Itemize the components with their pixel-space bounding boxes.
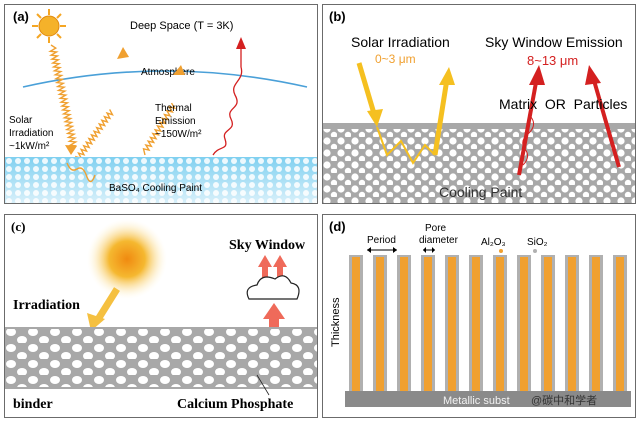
binder-label: binder — [13, 397, 53, 412]
al2o3-core — [568, 257, 576, 391]
solar-reflect-arrowhead-1 — [117, 47, 129, 59]
al2o3-core — [616, 257, 624, 391]
sun-icon — [32, 9, 66, 43]
al2o3-core — [352, 257, 360, 391]
sio2-marker — [533, 249, 537, 253]
panel-a-canvas: (a) Deep Space (T = 3K) Atmosphere Solar… — [5, 9, 317, 203]
solar-scatter-path — [376, 126, 436, 165]
phosphate-particles — [5, 329, 317, 387]
solar-in-wave — [48, 44, 78, 147]
sio2-label: SiO₂ — [527, 237, 548, 248]
panel-b: (b) Solar Irradiation 0~3 μm Sky Window … — [322, 4, 636, 204]
solar-label-3: ~1kW/m² — [9, 141, 50, 152]
pore-array — [349, 255, 627, 391]
al2o3-core — [400, 257, 408, 391]
atmosphere-label: Atmosphere — [141, 67, 195, 78]
solar-reflect-wave-1 — [75, 109, 114, 164]
particles — [323, 129, 635, 203]
matrix-label: Matrix OR Particles — [499, 96, 627, 112]
substrate-label: Metallic subst — [443, 395, 510, 407]
calcium-phosphate-label: Calcium Phosphate — [177, 397, 293, 412]
solar-arrow-in — [356, 62, 378, 118]
panel-d-label: (d) — [329, 219, 346, 234]
al2o3-core — [424, 257, 432, 391]
thermal-label-3: ~150W/m² — [155, 129, 202, 140]
deep-space-label: Deep Space (T = 3K) — [130, 20, 233, 32]
irradiation-arrow-head — [87, 313, 105, 331]
solar-reflect-wave-2 — [142, 102, 177, 156]
heat-arrows-icon — [258, 255, 287, 281]
sky-window-label: Sky Window Emission — [485, 34, 623, 50]
sky-range-label: 8~13 μm — [527, 53, 578, 68]
thermal-arrow-1 — [517, 76, 539, 176]
emission-arrow-head — [263, 303, 285, 319]
panel-c-label: (c) — [11, 219, 25, 234]
sun-glow-icon — [87, 219, 167, 299]
metallic-substrate — [345, 391, 631, 407]
thermal-arrow-2-head — [585, 65, 601, 85]
thermal-wave-1 — [522, 116, 535, 166]
irradiation-arrow — [94, 287, 120, 323]
solar-reflect-arrowhead-2 — [173, 65, 185, 75]
pore-label-1: Pore — [425, 223, 447, 234]
al2o3-core — [472, 257, 480, 391]
paint-label: BaSO₄ Cooling Paint — [109, 183, 202, 194]
thickness-label: Thickness — [330, 297, 342, 347]
al2o3-core — [376, 257, 384, 391]
solar-irradiation-label: Solar Irradiation — [351, 34, 450, 50]
atmosphere-curve — [22, 70, 308, 88]
cloud-icon — [246, 275, 300, 300]
solar-in-arrowhead — [65, 145, 77, 155]
paint-particles — [5, 157, 317, 203]
panel-b-canvas: (b) Solar Irradiation 0~3 μm Sky Window … — [323, 9, 635, 203]
thermal-arrow-1-head — [529, 65, 545, 85]
pointer-line — [256, 374, 270, 396]
cooling-paint-label: Cooling Paint — [439, 184, 522, 200]
panel-c: (c) Sky Window Irradiation binder Calciu… — [4, 214, 318, 418]
watermark-label: @碳中和学者 — [531, 393, 597, 407]
al2o3-label: Al₂O₃ — [481, 237, 506, 248]
thermal-label-2: Emission — [155, 116, 196, 127]
panel-d: (d) Metallic subst @碳中和学者 Thickness Peri… — [322, 214, 636, 418]
al2o3-core — [520, 257, 528, 391]
period-label: Period — [367, 235, 396, 246]
thermal-emission-wave — [212, 45, 243, 156]
scatter-path — [66, 162, 96, 183]
panel-d-canvas: (d) Metallic subst @碳中和学者 Thickness Peri… — [329, 219, 631, 407]
solar-arrow-out-head — [439, 67, 455, 85]
al2o3-core — [592, 257, 600, 391]
solar-label-2: Irradiation — [9, 128, 53, 139]
thermal-arrowhead — [236, 37, 246, 49]
solar-label-1: Solar — [9, 115, 33, 126]
thermal-label-1: Thermal — [155, 103, 192, 114]
al2o3-core — [496, 257, 504, 391]
solar-range-label: 0~3 μm — [375, 52, 416, 66]
thermal-arrow-2 — [591, 76, 621, 168]
pore-label-2: diameter — [419, 235, 459, 246]
irradiation-label: Irradiation — [13, 298, 80, 313]
solar-arrow-out — [432, 78, 450, 156]
panel-a: (a) Deep Space (T = 3K) Atmosphere Solar… — [4, 4, 318, 204]
panel-c-canvas: (c) Sky Window Irradiation binder Calciu… — [5, 219, 317, 412]
al2o3-core — [544, 257, 552, 391]
panel-a-label: (a) — [13, 9, 29, 24]
al2o3-marker — [499, 249, 503, 253]
panel-b-label: (b) — [329, 9, 346, 24]
al2o3-core — [448, 257, 456, 391]
solar-arrow-in-head — [367, 109, 383, 127]
sky-window-label-c: Sky Window — [229, 238, 306, 253]
